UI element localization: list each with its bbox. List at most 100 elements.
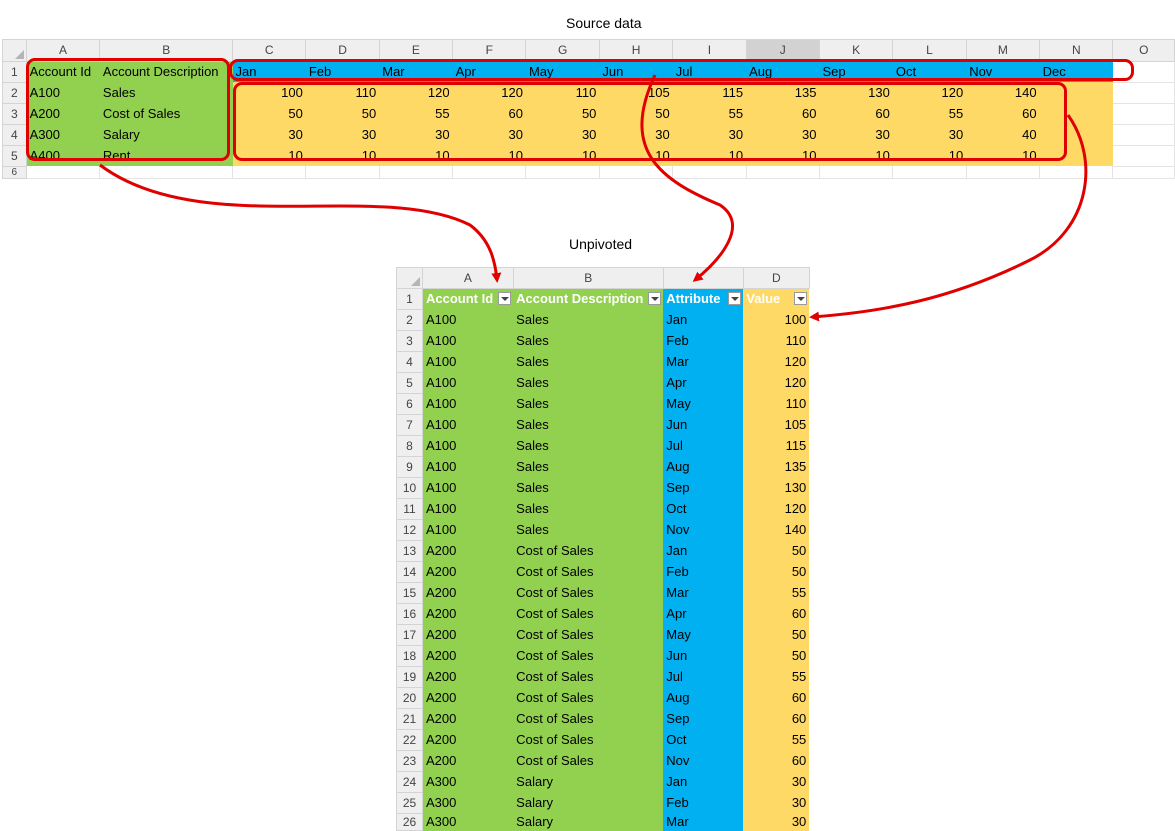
cell-value[interactable]: 10 bbox=[966, 145, 1040, 166]
cell-account-description[interactable]: Cost of Sales bbox=[513, 603, 664, 625]
cell-attribute[interactable]: Sep bbox=[663, 477, 744, 499]
cell-attribute[interactable]: Jul bbox=[663, 666, 744, 688]
cell-empty[interactable] bbox=[1112, 166, 1175, 179]
cell-account-description[interactable]: Sales bbox=[513, 330, 664, 352]
cell-empty[interactable] bbox=[1112, 82, 1175, 104]
cell-attribute[interactable]: Jun bbox=[663, 645, 744, 667]
cell-account-id[interactable]: A200 bbox=[422, 561, 514, 583]
cell-account-description[interactable]: Cost of Sales bbox=[513, 540, 664, 562]
cell-attribute[interactable]: Jan bbox=[663, 771, 744, 793]
cell-empty[interactable] bbox=[1039, 166, 1114, 179]
column-header-selected[interactable]: J bbox=[745, 39, 820, 62]
cell-value[interactable]: 60 bbox=[743, 750, 810, 772]
cell-account-description[interactable]: Sales bbox=[513, 351, 664, 373]
cell-value[interactable]: 60 bbox=[746, 103, 820, 124]
cell-account-id[interactable]: A200 bbox=[422, 624, 514, 646]
cell-account-description[interactable]: Cost of Sales bbox=[513, 582, 664, 604]
cell-value[interactable]: 105 bbox=[599, 82, 673, 103]
cell-attribute[interactable]: Jul bbox=[663, 435, 744, 457]
header-account-description[interactable]: Account Description bbox=[513, 288, 664, 310]
cell-value[interactable]: 100 bbox=[232, 82, 306, 103]
cell-value[interactable]: 55 bbox=[892, 103, 967, 124]
column-header[interactable]: B bbox=[512, 267, 664, 289]
cell-month[interactable]: Jul bbox=[672, 61, 747, 82]
cell-account-id[interactable]: A200 bbox=[422, 603, 514, 625]
column-header[interactable]: A bbox=[422, 267, 514, 289]
cell-account-description[interactable]: Cost of Sales bbox=[513, 561, 664, 583]
column-header[interactable]: H bbox=[598, 39, 674, 62]
column-header[interactable]: D bbox=[742, 267, 810, 289]
cell-account-description[interactable]: Salary bbox=[513, 771, 664, 793]
cell-attribute[interactable]: Aug bbox=[663, 456, 744, 478]
cell-attribute[interactable]: Mar bbox=[663, 813, 744, 831]
cell-account-description[interactable]: Cost of Sales bbox=[513, 729, 664, 751]
header-value[interactable]: Value bbox=[743, 288, 810, 310]
cell-account-id[interactable]: A100 bbox=[422, 372, 514, 394]
row-number[interactable]: 6 bbox=[2, 165, 27, 179]
cell-month[interactable]: Oct bbox=[892, 61, 967, 82]
cell-empty[interactable] bbox=[746, 166, 820, 179]
cell-attribute[interactable]: Feb bbox=[663, 561, 744, 583]
row-number[interactable]: 25 bbox=[396, 792, 423, 814]
row-number[interactable]: 3 bbox=[396, 330, 423, 352]
column-header[interactable]: O bbox=[1112, 39, 1175, 62]
cell-value[interactable]: 130 bbox=[743, 477, 810, 499]
cell-account-description[interactable]: Sales bbox=[513, 498, 664, 520]
cell-account-id[interactable]: A100 bbox=[422, 351, 514, 373]
cell-account-description[interactable]: Cost of Sales bbox=[513, 708, 664, 730]
header-attribute[interactable]: Attribute bbox=[663, 288, 744, 310]
cell-value[interactable]: 120 bbox=[743, 351, 810, 373]
cell-value[interactable]: 120 bbox=[452, 82, 526, 103]
cell-value[interactable]: 30 bbox=[819, 124, 893, 145]
column-header[interactable]: K bbox=[818, 39, 894, 62]
cell-account-id[interactable]: A200 bbox=[422, 645, 514, 667]
column-header[interactable]: E bbox=[378, 39, 454, 62]
cell-attribute[interactable]: Jan bbox=[663, 540, 744, 562]
cell-month[interactable]: Dec bbox=[1039, 61, 1113, 82]
row-number[interactable]: 22 bbox=[396, 729, 423, 751]
row-number[interactable]: 4 bbox=[396, 351, 423, 373]
column-header[interactable]: I bbox=[672, 39, 747, 62]
cell-attribute[interactable]: Aug bbox=[663, 687, 744, 709]
cell-value[interactable]: 135 bbox=[746, 82, 820, 103]
column-header[interactable] bbox=[662, 267, 744, 289]
cell-account-description[interactable]: Salary bbox=[99, 124, 233, 145]
cell-value[interactable]: 110 bbox=[743, 330, 810, 352]
cell-account-id[interactable]: A300 bbox=[26, 124, 100, 145]
cell-empty[interactable] bbox=[599, 166, 674, 179]
cell-empty[interactable] bbox=[99, 166, 234, 179]
cell-account-id[interactable]: A100 bbox=[422, 456, 514, 478]
row-number[interactable]: 4 bbox=[2, 123, 27, 146]
cell-month[interactable]: Nov bbox=[966, 61, 1040, 82]
cell-value[interactable]: 115 bbox=[743, 435, 810, 457]
filter-dropdown-icon[interactable] bbox=[728, 292, 742, 305]
filter-dropdown-icon[interactable] bbox=[498, 292, 512, 305]
cell-account-id[interactable]: A200 bbox=[422, 750, 514, 772]
column-header[interactable]: F bbox=[452, 39, 527, 62]
cell-account-description[interactable]: Sales bbox=[513, 456, 664, 478]
cell-empty[interactable] bbox=[1039, 103, 1113, 124]
column-header[interactable]: D bbox=[305, 39, 380, 62]
filter-dropdown-icon[interactable] bbox=[648, 292, 662, 305]
cell-value[interactable]: 50 bbox=[743, 540, 810, 562]
cell-account-description[interactable]: Salary bbox=[513, 792, 664, 814]
cell-attribute[interactable]: Nov bbox=[663, 750, 744, 772]
cell-account-id[interactable]: A100 bbox=[422, 414, 514, 436]
column-header[interactable]: L bbox=[892, 39, 967, 62]
cell-value[interactable]: 30 bbox=[746, 124, 820, 145]
cell-account-id[interactable]: A200 bbox=[422, 708, 514, 730]
cell-empty[interactable] bbox=[1112, 145, 1175, 167]
cell-account-id[interactable]: A100 bbox=[422, 330, 514, 352]
row-number[interactable]: 1 bbox=[2, 60, 27, 83]
cell-value[interactable]: 10 bbox=[746, 145, 820, 166]
cell-account-description[interactable]: Cost of Sales bbox=[513, 666, 664, 688]
cell-month[interactable]: Jun bbox=[599, 61, 673, 82]
cell-account-description[interactable]: Sales bbox=[513, 435, 664, 457]
cell-account-id[interactable]: A300 bbox=[422, 813, 514, 831]
cell-value[interactable]: 30 bbox=[452, 124, 526, 145]
cell-value[interactable]: 50 bbox=[305, 103, 380, 124]
cell-value[interactable]: 50 bbox=[743, 645, 810, 667]
cell-month[interactable]: Mar bbox=[379, 61, 453, 82]
cell-attribute[interactable]: Mar bbox=[663, 351, 744, 373]
cell-account-description[interactable]: Sales bbox=[99, 82, 233, 103]
